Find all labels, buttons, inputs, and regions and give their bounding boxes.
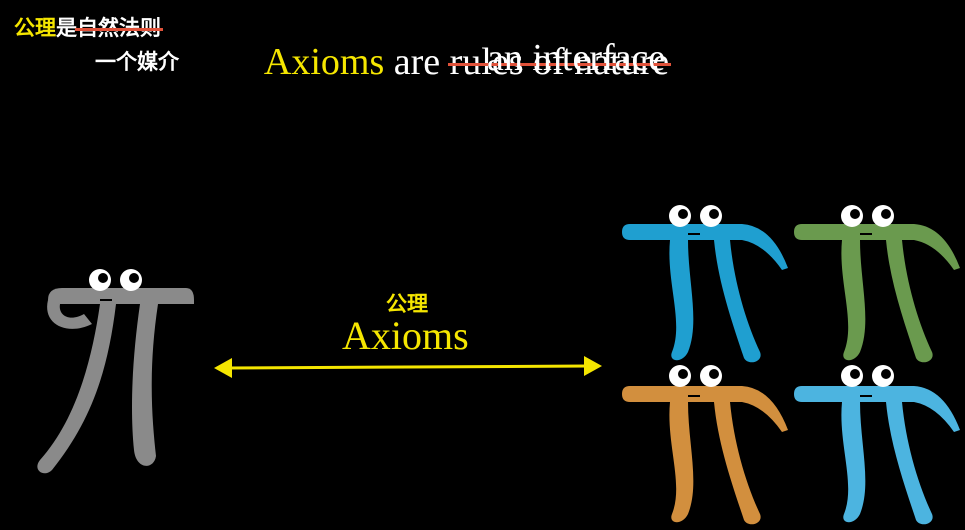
subtitle-cn-highlight: 公理 [14,16,56,40]
subtitle-en-highlight: Axioms [263,41,385,83]
subtitle-en-line1: Axioms are rules of nature [247,0,672,84]
subtitle-en-plain: are [384,41,450,83]
subtitle-en-struck: rules of nature [447,41,672,83]
subtitle-cn-line2: 一个媒介 [95,50,179,74]
subtitle-cn-line1: 公理是自然法则 [14,12,163,42]
arrow-label-en: Axioms [342,313,469,358]
subtitle-cn-struck: 自然法则 [75,12,163,42]
arrow-label-cn: 公理 [386,292,428,316]
pi-creature-blue-icon [622,205,788,363]
pi-creature-light-blue-icon [794,365,960,525]
subtitle-cn-plain: 是 [56,16,77,40]
pi-creature-grey-icon [37,269,194,474]
pi-creature-orange-icon [622,365,788,525]
subtitle-en-line2: an interface [487,37,666,79]
double-arrow-icon [214,356,602,378]
pi-creature-green-icon [794,205,960,363]
